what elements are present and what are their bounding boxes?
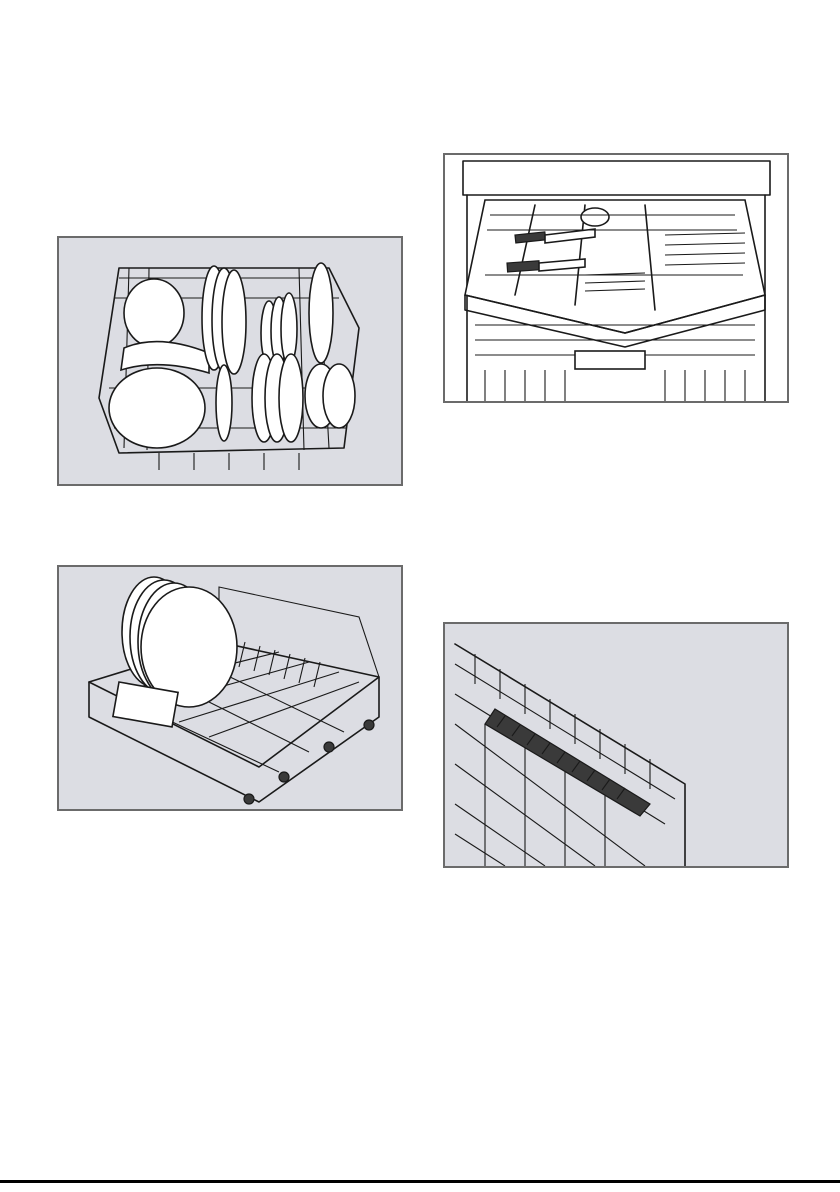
cutlery-drawer-illustration [445, 155, 787, 401]
figure-cutlery-drawer [443, 153, 789, 403]
figure-upper-basket [57, 236, 403, 486]
figure-lower-basket [57, 565, 403, 811]
page-bottom-rule [0, 1180, 840, 1183]
lower-basket-plates-illustration [59, 567, 401, 809]
rack-insert-illustration [445, 624, 787, 866]
upper-basket-loaded-illustration [59, 238, 401, 484]
figure-rack-insert [443, 622, 789, 868]
